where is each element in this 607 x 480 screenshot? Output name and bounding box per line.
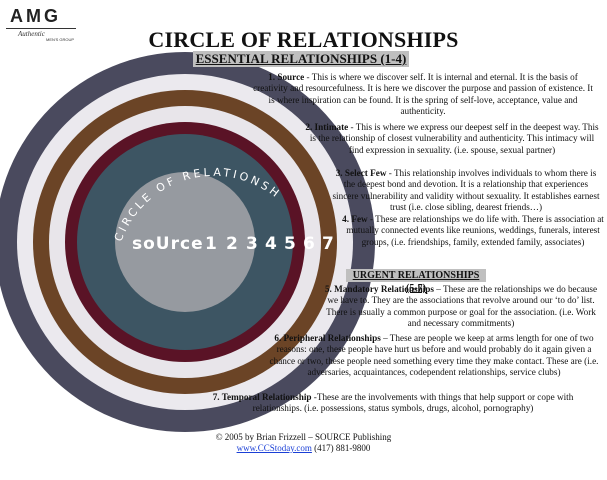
item-text: - This relationship involves individuals… [332,168,600,213]
logo-tagline: Authentic [18,30,45,38]
item-title: 7. Temporal Relationship [212,392,312,402]
logo-brand: AMG [10,6,61,26]
item-peripheral: 6. Peripheral Relationships – These are … [266,333,602,379]
footer-contact: www.CCStoday.com (417) 881-9800 [0,443,607,453]
ring-number-6: 6 [303,234,315,254]
footer-phone: (417) 881-9800 [311,443,371,453]
item-title: 3. Select Few [335,168,387,178]
item-select-few: 3. Select Few - This relationship involv… [330,168,602,214]
item-text: - These are relationships we do life wit… [346,214,604,247]
ring-numbers: 1 2 3 4 5 6 7 [205,234,334,254]
footer-copyright: © 2005 by Brian Frizzell – SOURCE Publis… [215,432,392,442]
ring-number-3: 3 [246,234,258,254]
item-title: 1. Source [268,72,305,82]
logo-divider [6,28,76,29]
website-link[interactable]: www.CCStoday.com [236,443,312,453]
item-few: 4. Few - These are relationships we do l… [342,214,604,248]
essential-heading: ESSENTIAL RELATIONSHIPS (1-4) [193,51,409,67]
amg-logo: AMG Authentic MEN'S GROUP [6,6,76,44]
logo-small-text: MEN'S GROUP [46,37,75,42]
ring-number-7: 7 [322,234,334,254]
source-label: soUrce [132,234,204,254]
item-title: 5. Mandatory Relationships [324,284,434,294]
item-title: 2. Intimate [305,122,349,132]
item-title: 4. Few [342,214,368,224]
item-intimate: 2. Intimate - This is where we express o… [304,122,600,156]
item-text: - This is where we discover self. It is … [253,72,593,117]
page-title: CIRCLE OF RELATIONSHIPS [148,27,459,52]
item-text: - This is where we express our deepest s… [309,122,599,155]
ring-number-4: 4 [265,234,277,254]
ring-1 [115,172,255,312]
item-source: 1. Source - This is where we discover se… [250,72,596,118]
ring-number-2: 2 [226,234,238,254]
urgent-heading: URGENT RELATIONSHIPS (5-7) [346,269,486,294]
ring-number-5: 5 [284,234,296,254]
item-text: – These are the relationships we do beca… [326,284,598,329]
rings [0,52,375,432]
item-title: 6. Peripheral Relationships [274,333,381,343]
item-mandatory: 5. Mandatory Relationships – These are t… [320,284,602,330]
item-text: -These are the involvements with things … [252,392,574,414]
item-text: – These are people we keep at arms lengt… [269,333,599,378]
ring-number-1: 1 [205,234,217,254]
item-temporal: 7. Temporal Relationship -These are the … [200,392,586,415]
